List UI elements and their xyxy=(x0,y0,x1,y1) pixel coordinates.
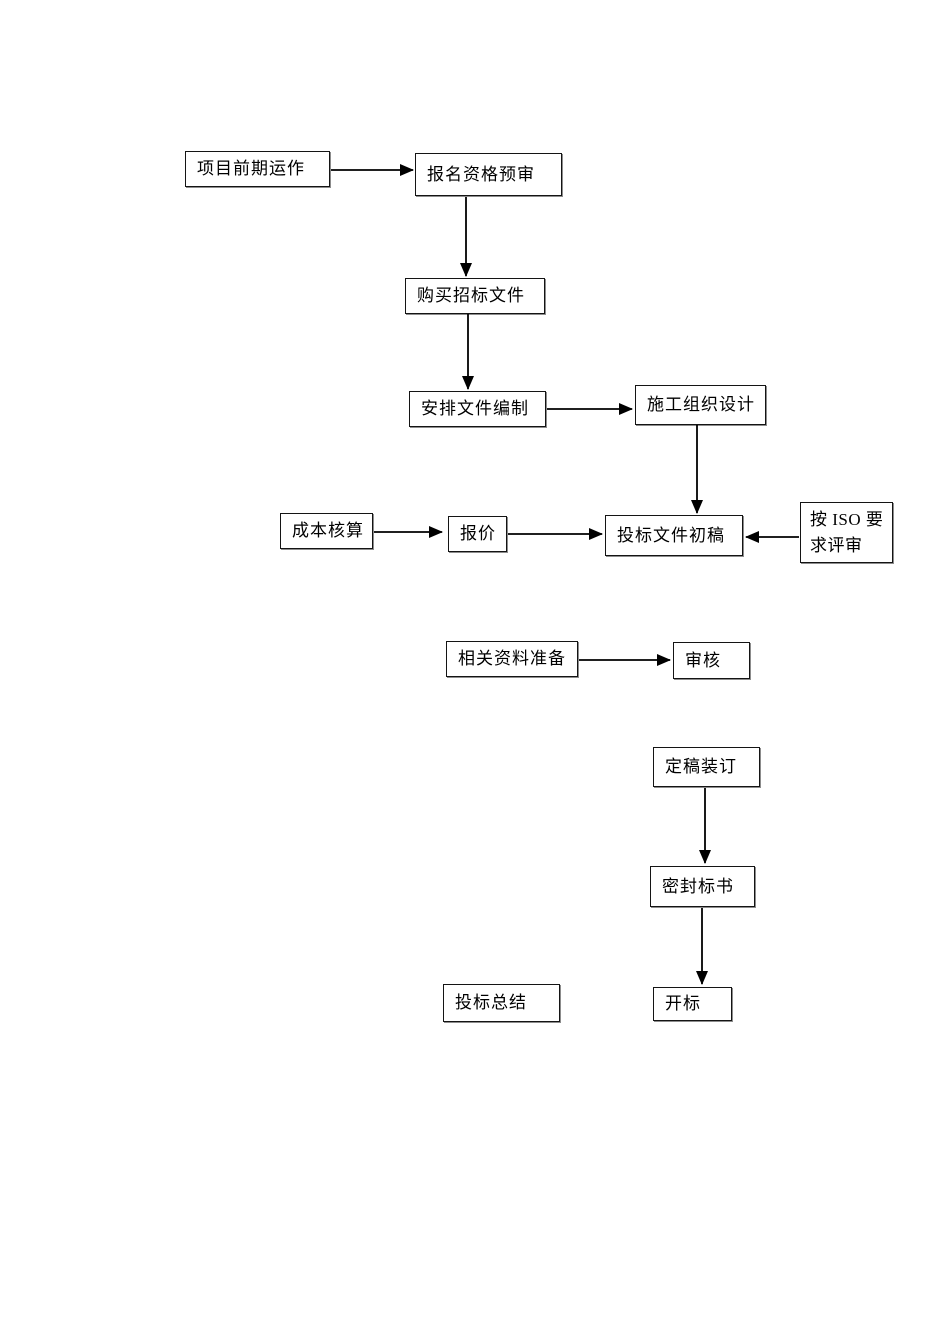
flow-node-purchase-bid-documents: 购买招标文件 xyxy=(405,278,545,314)
flow-node-related-materials: 相关资料准备 xyxy=(446,641,578,677)
flow-node-bid-document-draft: 投标文件初稿 xyxy=(605,515,743,556)
flow-node-review: 审核 xyxy=(673,642,750,679)
flow-node-project-preparation: 项目前期运作 xyxy=(185,151,330,187)
flow-node-bid-summary: 投标总结 xyxy=(443,984,560,1022)
flow-node-bid-opening: 开标 xyxy=(653,987,732,1021)
flow-node-iso-review: 按 ISO 要 求评审 xyxy=(800,502,893,563)
flow-node-construction-org-design: 施工组织设计 xyxy=(635,385,766,425)
flow-node-quotation: 报价 xyxy=(448,516,507,552)
flow-node-arrange-document-preparation: 安排文件编制 xyxy=(409,391,546,427)
flow-node-finalize-binding: 定稿装订 xyxy=(653,747,760,787)
flow-node-prequalification: 报名资格预审 xyxy=(415,153,562,196)
flow-node-seal-bid-documents: 密封标书 xyxy=(650,866,755,907)
flow-node-cost-accounting: 成本核算 xyxy=(280,513,373,549)
